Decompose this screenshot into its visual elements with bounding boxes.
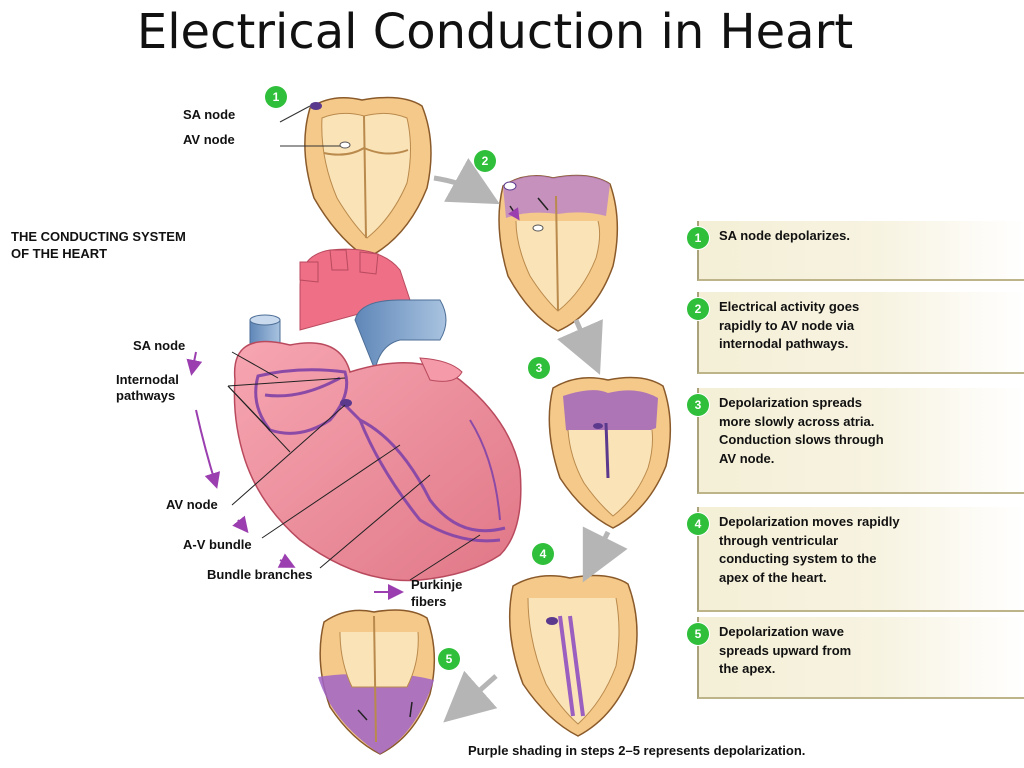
page-title: Electrical Conduction in Heart (136, 4, 854, 60)
conducting-system-label: THE CONDUCTING SYSTEM OF THE HEART (11, 229, 186, 261)
heart-1-badge: 1 (265, 86, 287, 108)
heart-2-badge: 2 (474, 150, 496, 172)
step-panel-1: 1 SA node depolarizes. (687, 221, 1024, 281)
step-4-text: Depolarization moves rapidly through ven… (719, 514, 900, 585)
step-3-text: Depolarization spreads more slowly acros… (719, 395, 884, 466)
step-2-text: Electrical activity goes rapidly to AV n… (719, 299, 860, 351)
internodal-pathways-label: Internodal pathways (116, 372, 179, 403)
step-panel-4: 4 Depolarization moves rapidly through v… (687, 507, 1024, 612)
main-av-node-label: AV node (166, 497, 218, 512)
top-av-node-label: AV node (183, 132, 235, 147)
av-bundle-label: A-V bundle (183, 537, 252, 552)
bundle-branches-label: Bundle branches (207, 567, 313, 582)
main-sa-node-label: SA node (133, 338, 186, 353)
footnote: Purple shading in steps 2–5 represents d… (468, 743, 806, 758)
heart-step-2 (498, 174, 619, 332)
step-5-badge: 5 (687, 623, 709, 645)
heart-step-4 (508, 574, 638, 737)
heart-4-badge: 4 (532, 543, 554, 565)
top-sa-node-label: SA node (183, 107, 236, 122)
heart-5-badge: 5 (438, 648, 460, 670)
heart-3-badge: 3 (528, 357, 550, 379)
step-4-badge: 4 (687, 513, 709, 535)
main-heart (233, 248, 522, 582)
purkinje-fibers-label: Purkinje fibers (411, 577, 463, 609)
heart-step-1 (304, 96, 432, 259)
step-1-badge: 1 (687, 227, 709, 249)
step-panel-5: 5 Depolarization wave spreads upward fro… (687, 617, 1024, 699)
step-5-text: Depolarization wave spreads upward from … (719, 624, 852, 676)
step-2-badge: 2 (687, 298, 709, 320)
step-3-badge: 3 (687, 394, 709, 416)
heart-step-5 (318, 609, 436, 755)
step-panel-3: 3 Depolarization spreads more slowly acr… (687, 388, 1024, 494)
step-panel-2: 2 Electrical activity goes rapidly to AV… (687, 292, 1024, 374)
heart-step-3 (548, 376, 672, 529)
step-1-text: SA node depolarizes. (719, 228, 850, 243)
